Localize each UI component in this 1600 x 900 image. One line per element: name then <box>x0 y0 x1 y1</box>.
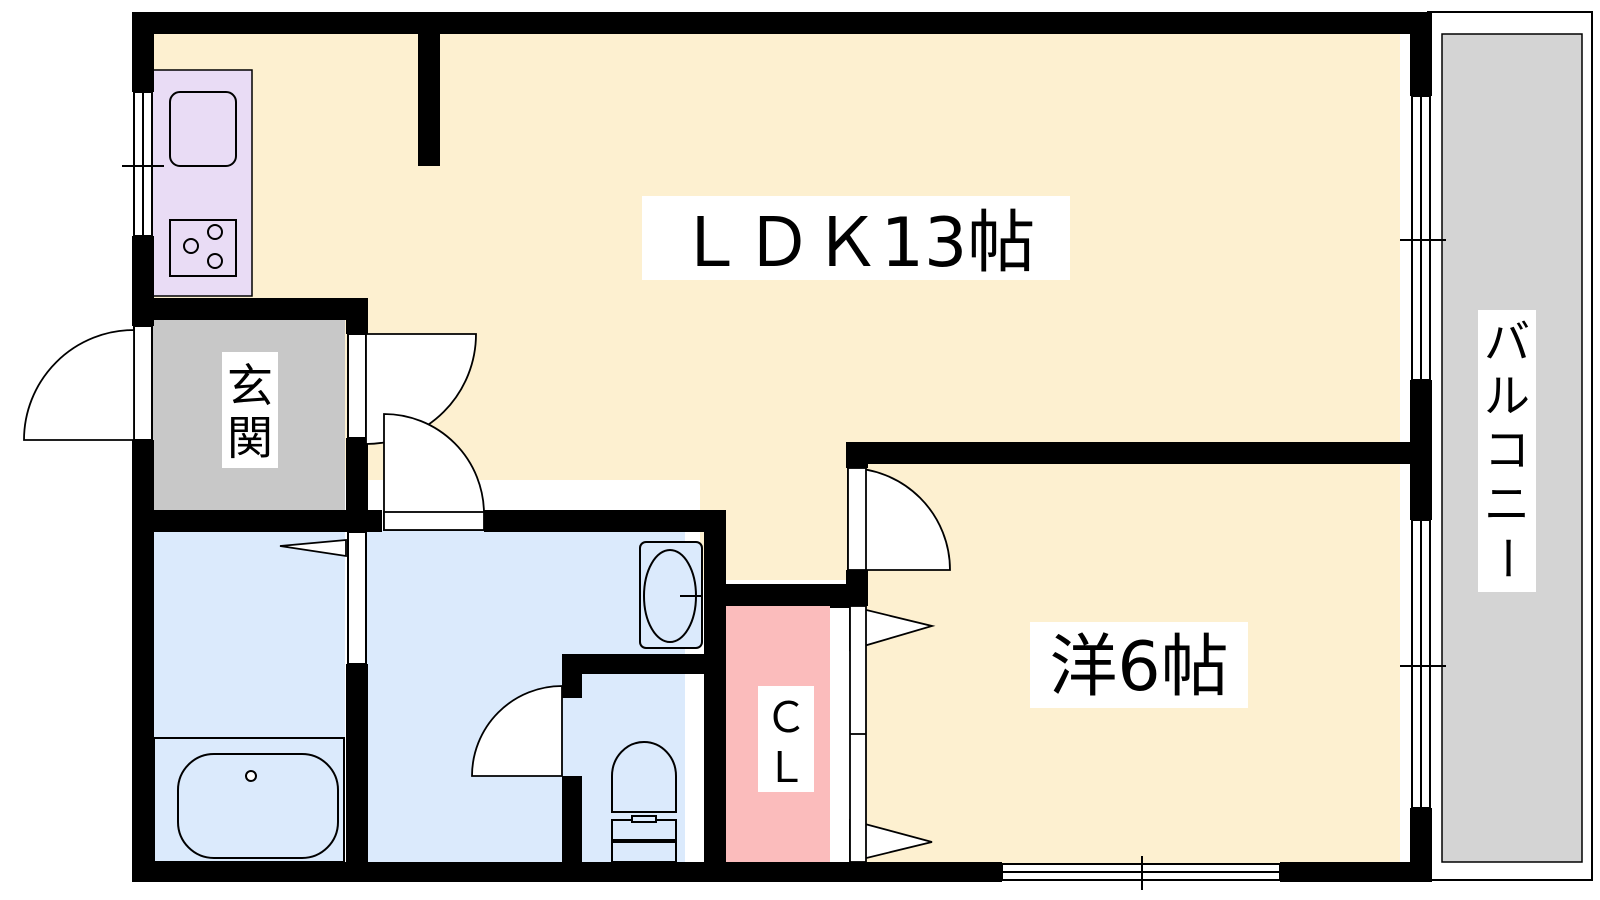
entrance-label-1: 玄 <box>227 359 273 413</box>
balcony-label-char: ー <box>1480 535 1534 581</box>
toilet-icon <box>611 741 677 863</box>
western-label-bg <box>1030 622 1248 708</box>
entrance-label-bg <box>222 352 278 468</box>
entrance-label-2: 関 <box>227 411 273 465</box>
western-room-label: 洋6帖 <box>1049 628 1228 707</box>
balcony-label-bg <box>1478 310 1536 592</box>
balcony-label-char: バ <box>1484 315 1530 369</box>
sink-icon <box>169 91 237 167</box>
washbasin-icon <box>639 541 703 649</box>
ldk-label: ＬＤＫ13帖 <box>677 204 1036 283</box>
balcony-label-char: コ <box>1484 423 1530 477</box>
stove-icon <box>169 219 237 277</box>
closet-label-2: Ｌ <box>765 743 807 792</box>
bathtub-icon <box>153 737 345 863</box>
closet-label-1: Ｃ <box>765 693 807 742</box>
closet-label-bg <box>758 686 814 792</box>
balcony-label-char: ル <box>1484 369 1530 423</box>
walls <box>132 12 1432 882</box>
windows <box>122 91 1446 890</box>
ldk-label-bg <box>642 196 1070 280</box>
balcony-label-char: ニ <box>1484 477 1530 531</box>
door-swing-icon <box>23 326 951 864</box>
